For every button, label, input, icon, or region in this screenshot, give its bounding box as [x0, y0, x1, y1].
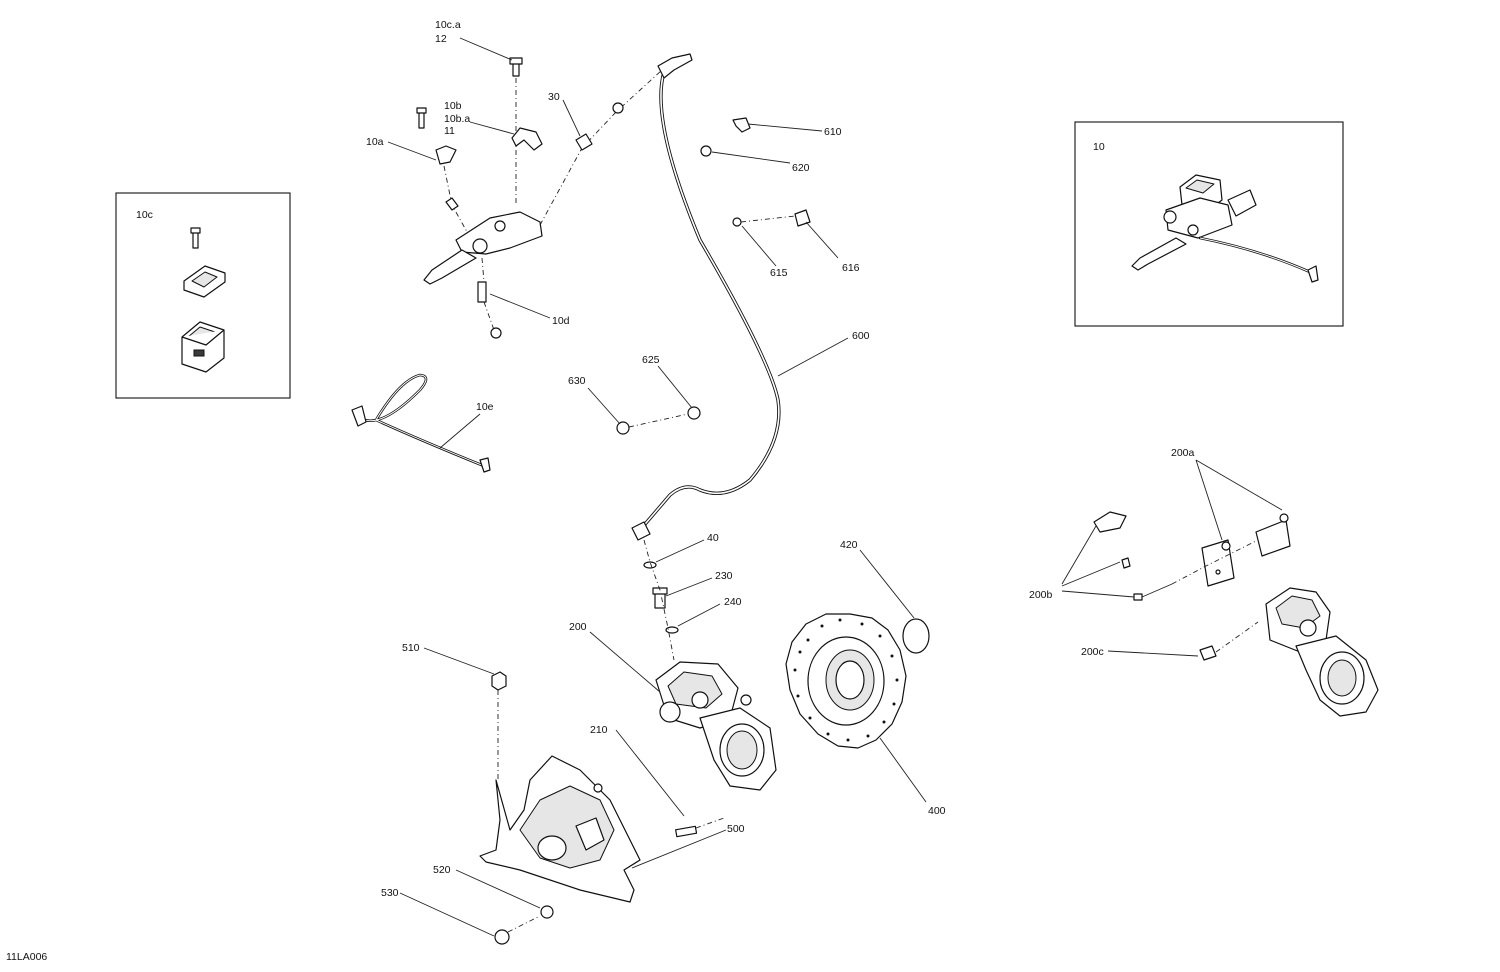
callout-400: 400	[928, 805, 946, 817]
callout-10e: 10e	[476, 401, 494, 413]
o-ring	[902, 618, 930, 654]
callout-10d: 10d	[552, 315, 570, 327]
callout-labels: 10c.a 12 30 10b 10b.a 11 10a 10d 10e 10c…	[6, 19, 1195, 963]
brake-switch-wire	[351, 373, 491, 473]
brake-caliper	[655, 661, 777, 791]
inset-box-10	[1074, 121, 1344, 327]
callout-630: 630	[568, 375, 586, 387]
callout-610: 610	[824, 126, 842, 138]
caliper-pin	[675, 817, 725, 838]
callout-10a: 10a	[366, 136, 384, 148]
banjo-bolt-washers	[643, 539, 679, 661]
callout-10c: 10c	[136, 209, 153, 221]
callout-30: 30	[548, 91, 560, 103]
callout-615: 615	[770, 267, 788, 279]
callout-11: 11	[444, 125, 455, 137]
callout-530: 530	[381, 887, 399, 899]
callout-10: 10	[1093, 141, 1105, 153]
callout-500: 500	[727, 823, 745, 835]
callout-420: 420	[840, 539, 858, 551]
callout-230: 230	[715, 570, 733, 582]
diagram-code: 11LA006	[6, 951, 47, 963]
brake-hose	[631, 53, 781, 541]
callout-510: 510	[402, 642, 420, 654]
inset-box-10c	[115, 192, 291, 399]
callout-520: 520	[433, 864, 451, 876]
callout-200a: 200a	[1171, 447, 1195, 459]
shield-bolts	[491, 671, 554, 945]
callout-10ba: 10b.a	[444, 113, 470, 125]
leader-lines	[387, 37, 1283, 937]
clip-625-630	[616, 406, 701, 435]
callout-12: 12	[435, 33, 447, 45]
callout-625: 625	[642, 354, 660, 366]
lever-assembly	[416, 57, 663, 339]
callout-240: 240	[724, 596, 742, 608]
callout-200b: 200b	[1029, 589, 1053, 601]
callout-10ca: 10c.a	[435, 19, 461, 31]
brake-shield	[479, 690, 641, 903]
callout-200c: 200c	[1081, 646, 1104, 658]
callout-40: 40	[707, 532, 719, 544]
callout-616: 616	[842, 262, 860, 274]
caliper-detail	[1093, 511, 1379, 717]
callout-210: 210	[590, 724, 608, 736]
callout-600: 600	[852, 330, 870, 342]
brake-disc	[785, 613, 907, 749]
callout-200: 200	[569, 621, 587, 633]
callout-620: 620	[792, 162, 810, 174]
callout-10b: 10b	[444, 100, 462, 112]
